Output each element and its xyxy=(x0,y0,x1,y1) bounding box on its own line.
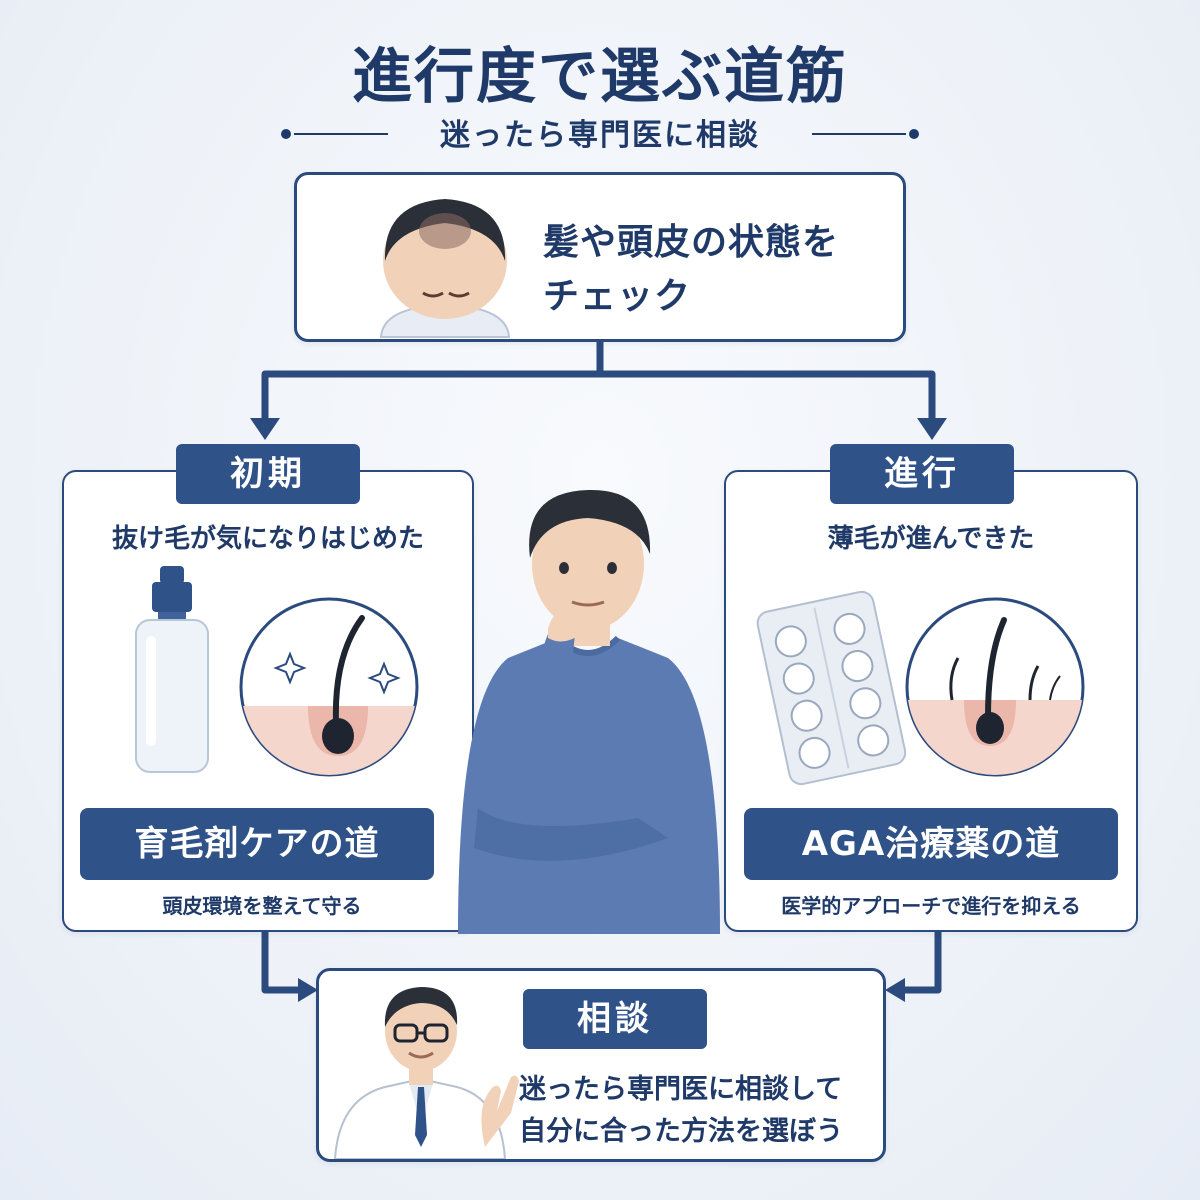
early-path-caption: 頭皮環境を整えて守る xyxy=(162,894,362,918)
thinking-man-illustration xyxy=(458,489,720,934)
check-text-line2: チェック xyxy=(543,276,692,317)
pill-blister-pack-icon xyxy=(756,590,906,786)
early-path-label: 育毛剤ケアの道 xyxy=(80,808,434,880)
early-stage-tag: 初期 xyxy=(176,444,360,504)
hair-tonic-bottle-icon xyxy=(135,566,209,773)
healthy-hair-follicle-icon xyxy=(239,597,419,777)
advanced-path-caption: 医学的アプローチで進行を抑える xyxy=(781,894,1081,918)
advanced-path-label: AGA治療薬の道 xyxy=(744,808,1118,880)
page-subtitle: 迷ったら専門医に相談 xyxy=(440,118,760,153)
check-box: 髪や頭皮の状態を チェック xyxy=(294,172,906,342)
page-title: 進行度で選ぶ道筋 xyxy=(352,42,848,112)
thinning-hair-follicle-icon xyxy=(905,597,1085,777)
consult-box: 相談 迷ったら専門医に相談して 自分に合った方法を選ぼう xyxy=(316,968,886,1162)
doctor-illustration xyxy=(333,987,519,1159)
check-text-line1: 髪や頭皮の状態を xyxy=(543,222,840,263)
consult-text-line2: 自分に合った方法を選ぼう xyxy=(519,1116,843,1147)
consult-text-line1: 迷ったら専門医に相談して xyxy=(519,1074,843,1105)
advanced-stage-tag: 進行 xyxy=(830,444,1014,504)
thinning-head-top-view-icon xyxy=(379,199,511,338)
subtitle-row: 迷ったら専門医に相談 xyxy=(0,110,1200,154)
subtitle-left-rule xyxy=(281,129,388,139)
subtitle-right-rule xyxy=(812,129,919,139)
consult-tag: 相談 xyxy=(523,989,707,1049)
early-stage-description: 抜け毛が気になりはじめた xyxy=(111,524,424,554)
advanced-stage-description: 薄毛が進んできた xyxy=(827,524,1035,554)
